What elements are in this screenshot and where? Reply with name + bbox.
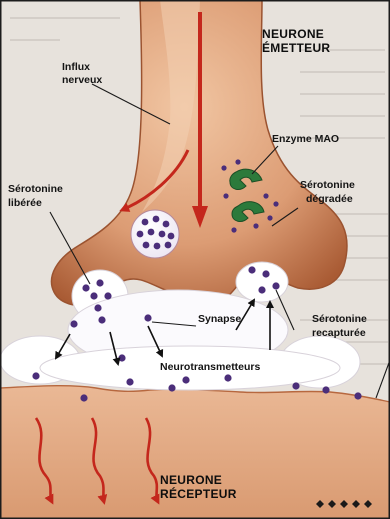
recaptured-label-line1: Sérotonine [312, 313, 367, 325]
emitter-label-line2: ÉMETTEUR [262, 40, 330, 55]
receptor-label-line1: NEURONE [160, 473, 222, 487]
influx-label-line2: nerveux [62, 74, 102, 86]
released-label-line2: libérée [8, 197, 42, 209]
degraded-label-line2: dégradée [306, 193, 353, 205]
enzyme-label: Enzyme MAO [272, 133, 339, 145]
neurotransmitters-label: Neurotransmetteurs [160, 361, 261, 373]
receptor-label-line2: RÉCEPTEUR [160, 486, 237, 501]
influx-label-line1: Influx [62, 61, 90, 73]
synapse-label: Synapse [198, 313, 241, 325]
recaptured-label-line2: recapturée [312, 327, 366, 339]
emitter-label-line1: NEURONE [262, 27, 324, 41]
released-label-line1: Sérotonine [8, 183, 63, 195]
degraded-label-line1: Sérotonine [300, 179, 355, 191]
